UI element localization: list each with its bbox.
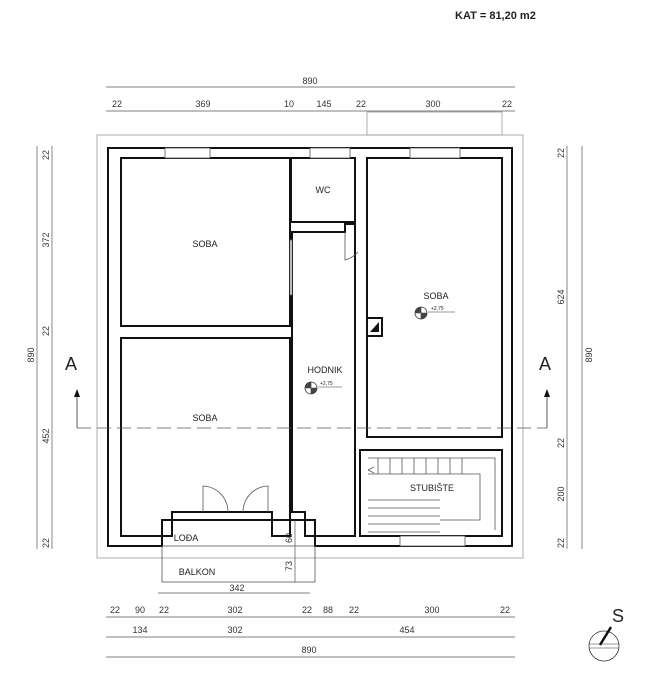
dim-top-total: 890 (302, 76, 317, 86)
room-hodnik (291, 223, 356, 537)
dim-left-total: 890 (26, 347, 36, 362)
north-label: S (612, 606, 624, 626)
stairs (367, 457, 496, 533)
page-title: KAT = 81,20 m2 (455, 10, 536, 22)
dim-label: 22 (502, 99, 512, 109)
chimney (366, 317, 383, 337)
dim-label: 90 (135, 605, 145, 615)
dim-bottom-total: 890 (301, 645, 316, 655)
north-arrow-icon (588, 626, 620, 662)
dim-label: 22 (41, 538, 51, 548)
dim-label: 60 (284, 533, 294, 543)
room-stubiste (359, 449, 503, 537)
section-arrow-icon (544, 389, 550, 397)
windows (164, 147, 466, 547)
wc-door (344, 232, 359, 261)
dim-label: 145 (316, 99, 331, 109)
level-marker-icon (304, 381, 342, 395)
section-label-left: A (65, 354, 77, 374)
dim-label: 73 (284, 561, 294, 571)
balcony-door (202, 485, 269, 513)
dim-label: 300 (424, 605, 439, 615)
dim-label: 88 (323, 605, 333, 615)
dim-label: 22 (41, 150, 51, 160)
dim-label: 369 (195, 99, 210, 109)
room-label: BALKON (179, 567, 216, 577)
section-arrow-icon (74, 389, 80, 397)
dim-label: 452 (41, 428, 51, 443)
dim-label: 302 (227, 605, 242, 615)
dim-label: 22 (556, 538, 566, 548)
level-value: +2,75 (320, 381, 333, 387)
chimney-mark-icon (370, 322, 379, 332)
room-label: HODNIK (307, 365, 342, 375)
dim-label: 22 (302, 605, 312, 615)
balcony (161, 545, 316, 583)
dim-label: 454 (399, 625, 414, 635)
section-label-right: A (539, 354, 551, 374)
dim-label: 22 (556, 438, 566, 448)
room-label: SOBA (192, 413, 217, 423)
dim-label: 22 (112, 99, 122, 109)
room-soba-bottom-left (120, 337, 291, 537)
level-value: +2,75 (431, 306, 444, 312)
outer-wall (107, 147, 513, 547)
room-label: STUBIŠTE (410, 483, 454, 493)
dim-label: 22 (41, 326, 51, 336)
dim-label: 22 (159, 605, 169, 615)
dim-label: 300 (425, 99, 440, 109)
dim-label: 10 (284, 99, 294, 109)
room-label: SOBA (423, 291, 448, 301)
dim-label: 134 (132, 625, 147, 635)
dim-label: 22 (500, 605, 510, 615)
dim-right-total: 890 (584, 347, 594, 362)
room-label: SOBA (192, 239, 217, 249)
dim-label: 624 (556, 289, 566, 304)
dim-label: 22 (356, 99, 366, 109)
dim-label: 200 (556, 486, 566, 501)
roof-extension (366, 111, 503, 136)
dim-label: 22 (556, 148, 566, 158)
room-label: WC (316, 185, 331, 195)
dim-label: 372 (41, 232, 51, 247)
dimension-lines (36, 86, 583, 658)
dim-label: 22 (349, 605, 359, 615)
dim-label: 22 (110, 605, 120, 615)
roof-outline (96, 134, 524, 559)
dim-label: 342 (229, 583, 244, 593)
level-marker-icon (414, 306, 455, 320)
dim-label: 302 (227, 625, 242, 635)
room-label: LOĐA (174, 533, 199, 543)
